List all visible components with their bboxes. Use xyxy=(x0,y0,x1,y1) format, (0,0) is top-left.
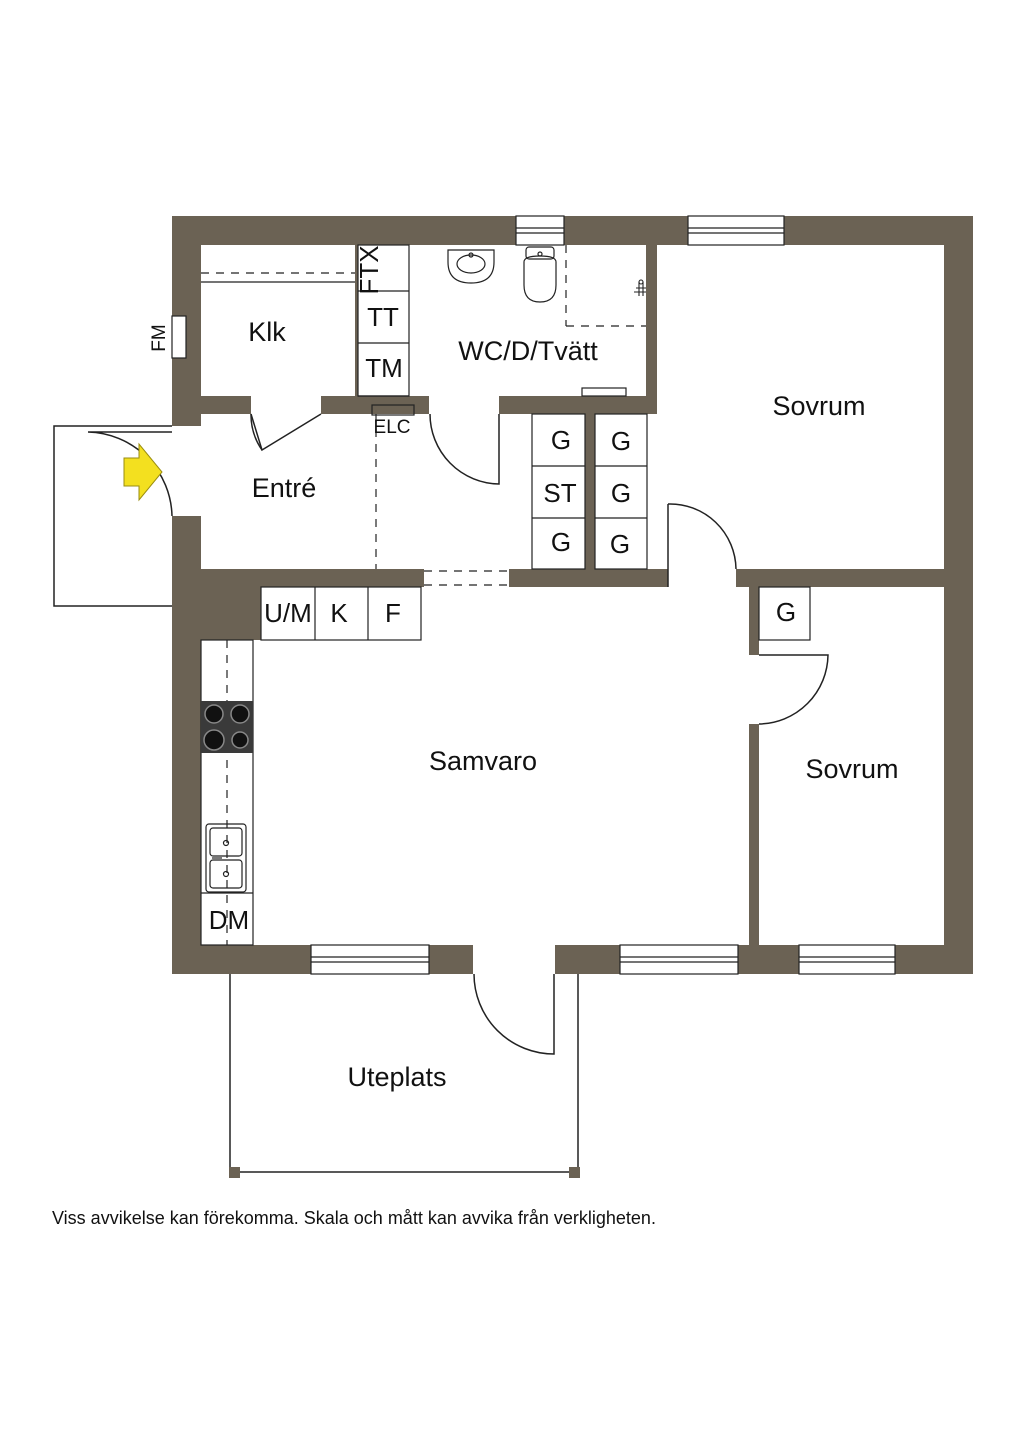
label-wardrobe-6: G xyxy=(776,597,796,627)
kitchen-counter xyxy=(200,586,422,946)
washbasin-icon xyxy=(447,249,495,284)
room-label-wc: WC/D/Tvätt xyxy=(458,336,598,366)
label-st: ST xyxy=(543,478,576,508)
floor-drain xyxy=(581,387,627,397)
entrance-landing xyxy=(53,425,175,607)
label-wardrobe-3: G xyxy=(611,478,631,508)
room-label-entre: Entré xyxy=(252,473,317,503)
label-f: F xyxy=(385,598,401,628)
room-label-sovrum-1: Sovrum xyxy=(772,391,865,421)
patio-outline xyxy=(229,974,579,1173)
patio-post-left xyxy=(229,1167,240,1178)
room-label-samvaro: Samvaro xyxy=(429,746,537,776)
label-fm: FM xyxy=(149,324,170,351)
label-elc: ELC xyxy=(374,417,411,438)
label-tm: TM xyxy=(365,353,403,383)
room-label-sovrum-2: Sovrum xyxy=(805,754,898,784)
patio-post-right xyxy=(569,1167,580,1178)
label-um: U/M xyxy=(264,598,312,628)
label-wardrobe-5: G xyxy=(610,529,630,559)
entrance-arrow-icon xyxy=(123,442,163,502)
room-label-uteplats: Uteplats xyxy=(347,1062,446,1092)
label-tt: TT xyxy=(367,302,399,332)
label-wardrobe-4: G xyxy=(551,527,571,557)
room-label-klk: Klk xyxy=(248,317,286,347)
dashed-lines xyxy=(201,245,646,945)
label-k: K xyxy=(330,598,348,628)
doors xyxy=(87,413,829,1055)
stove-icon xyxy=(201,701,253,753)
label-wardrobe-1: G xyxy=(551,425,571,455)
wardrobes xyxy=(531,413,811,641)
toilet-icon xyxy=(523,246,557,303)
label-wardrobe-2: G xyxy=(611,426,631,456)
walls xyxy=(172,216,973,974)
windows xyxy=(171,215,896,975)
door-openings xyxy=(172,426,555,974)
sink-icon xyxy=(205,823,247,893)
faucet-icon xyxy=(634,279,646,296)
label-dm: DM xyxy=(209,905,249,935)
utility-column xyxy=(357,244,415,416)
label-ftx: FTX xyxy=(354,245,384,294)
disclaimer: Viss avvikelse kan förekomma. Skala och … xyxy=(52,1208,656,1228)
